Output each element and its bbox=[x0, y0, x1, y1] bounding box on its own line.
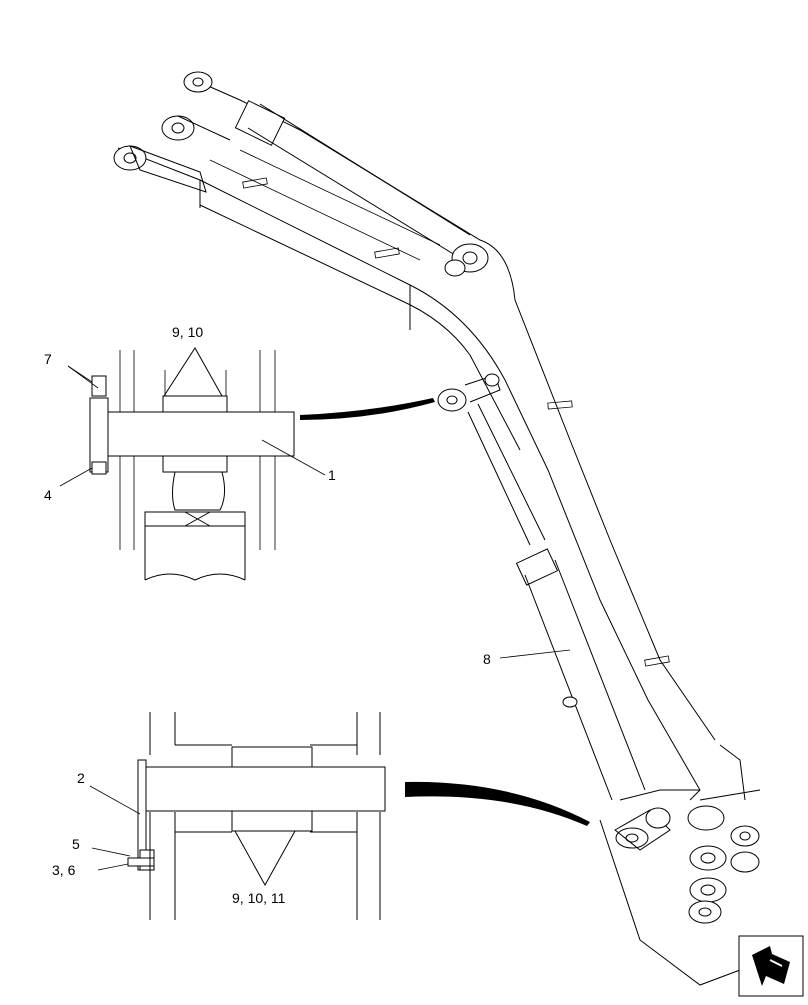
lower-detail-pointer bbox=[405, 781, 590, 826]
callout-5: 5 bbox=[72, 836, 80, 852]
callout-7: 7 bbox=[44, 351, 52, 367]
callout-9-10-11: 9, 10, 11 bbox=[232, 890, 286, 906]
callout-8: 8 bbox=[483, 651, 491, 667]
callout-2: 2 bbox=[77, 770, 85, 786]
callout-9-10: 9, 10 bbox=[172, 324, 203, 340]
upper-detail-pointer bbox=[300, 398, 435, 420]
callout-1: 1 bbox=[328, 467, 336, 483]
callout-leaders bbox=[59, 365, 571, 871]
callout-4: 4 bbox=[44, 487, 52, 503]
boom-assembly bbox=[113, 71, 761, 986]
upper-pin-detail bbox=[89, 347, 295, 581]
navigation-arrow-icon[interactable] bbox=[738, 935, 804, 997]
callout-3-6: 3, 6 bbox=[52, 862, 76, 878]
lower-pin-detail bbox=[127, 712, 386, 920]
